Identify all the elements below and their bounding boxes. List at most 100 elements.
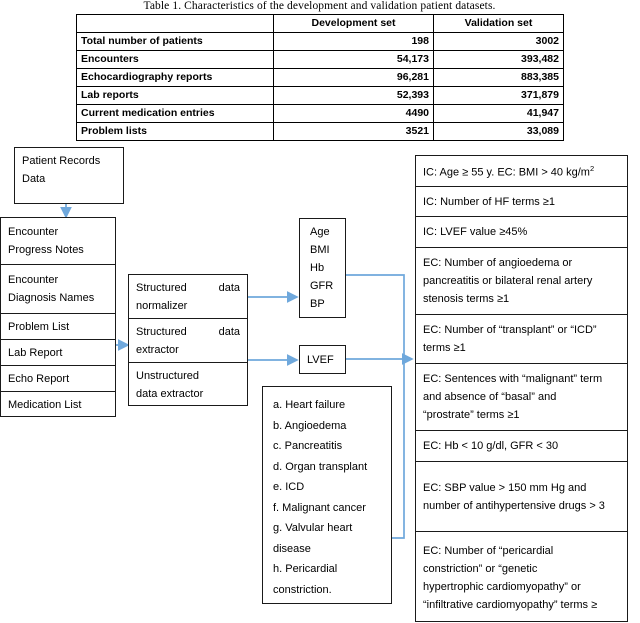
criterion-text: EC: Sentences with “malignant” term (423, 373, 603, 385)
table-1-block: Table 1. Characteristics of the developm… (76, 0, 564, 141)
line-criteria-to-conditions (392, 359, 405, 539)
record-type-encounter-diagnosis-names: Encounter Diagnosis Names (1, 265, 115, 314)
criterion-ec-transplant-icd: EC: Number of “transplant” or “ICD” term… (416, 315, 627, 364)
table-row: Current medication entries 4490 41,947 (76, 104, 564, 123)
criterion-text: EC: SBP value > 150 mm Hg and (423, 481, 587, 494)
flowchart-connectors (60, 204, 414, 539)
record-line1: Encounter (8, 274, 59, 286)
record-type-echo-report: Echo Report (1, 366, 115, 392)
variables-box: Age BMI Hb GFR BP (299, 218, 346, 318)
processor-unstructured-data-extractor: Unstructured data extractor (129, 363, 247, 407)
criterion-text: IC: LVEF value ≥45% (423, 226, 528, 238)
criterion-text: terms ≥1 (423, 342, 466, 354)
criterion-text: hypertrophic cardiomyopathy” or (423, 580, 581, 593)
row-label: Encounters (76, 50, 274, 69)
processor-line1: Unstructured (136, 370, 199, 382)
cell-validation: 41,947 (433, 104, 564, 123)
record-line1: Medication List (8, 399, 82, 411)
cell-development: 96,281 (273, 68, 434, 87)
lvef-box: LVEF (299, 345, 346, 374)
variable-age: Age (310, 226, 330, 238)
processor-line2: normalizer (136, 299, 188, 312)
table-row: Echocardiography reports 96,281 883,385 (76, 68, 564, 87)
row-label: Lab reports (76, 86, 274, 105)
criterion-text: EC: Hb < 10 g/dl, GFR < 30 (423, 440, 559, 452)
condition-f: f. Malignant cancer (273, 501, 366, 514)
condition-e: e. ICD (273, 481, 305, 493)
criterion-text: pancreatitis or bilateral renal artery (423, 275, 593, 287)
cell-development: 198 (273, 32, 434, 51)
condition-a: a. Heart failure (273, 399, 346, 411)
table-row: Problem lists 3521 33,089 (76, 122, 564, 141)
criterion-text: “infiltrative cardiomyopathy” terms ≥ (423, 598, 598, 611)
col-header-development: Development set (273, 14, 434, 33)
condition-b: b. Angioedema (273, 419, 347, 432)
cell-validation: 371,879 (433, 86, 564, 105)
patient-records-line1: Patient Records (22, 155, 101, 167)
conditions-list-box: a. Heart failure b. Angioedema c. Pancre… (262, 386, 392, 604)
criterion-ec-malignant-sentences: EC: Sentences with “malignant” term and … (416, 364, 627, 431)
criterion-ic-age-bmi: IC: Age ≥ 55 y. EC: BMI > 40 kg/m2 (416, 156, 627, 187)
criterion-superscript: 2 (589, 164, 595, 174)
criterion-text: EC: Number of angioedema or (423, 257, 573, 269)
table-caption: Table 1. Characteristics of the developm… (143, 0, 496, 12)
criterion-ec-angioedema-pancreatitis-stenosis: EC: Number of angioedema or pancreatitis… (416, 248, 627, 315)
cell-development: 54,173 (273, 50, 434, 69)
col-header-validation: Validation set (433, 14, 564, 33)
record-line1: Problem List (8, 320, 70, 333)
row-label: Problem lists (76, 122, 274, 141)
record-line1: Encounter (8, 226, 59, 238)
variable-bp: BP (310, 298, 325, 310)
record-type-problem-list: Problem List (1, 314, 115, 340)
criterion-text: stenosis terms ≥1 (423, 293, 510, 305)
criterion-text: IC: Age ≥ 55 y. EC: BMI > 40 kg/m (423, 166, 590, 179)
condition-d: d. Organ transplant (273, 460, 368, 473)
criteria-stack: IC: Age ≥ 55 y. EC: BMI > 40 kg/m2 IC: N… (415, 155, 628, 622)
criterion-text: and absence of “basal” and (423, 391, 557, 403)
criterion-text: number of antihypertensive drugs > 3 (423, 499, 605, 512)
record-type-medication-list: Medication List (1, 392, 115, 418)
criterion-ec-sbp-antihypertensive: EC: SBP value > 150 mm Hg and number of … (416, 462, 627, 532)
cell-validation: 33,089 (433, 122, 564, 141)
table-row: Lab reports 52,393 371,879 (76, 86, 564, 105)
processor-line2: data extractor (136, 388, 204, 400)
dataset-characteristics-table: Development set Validation set Total num… (76, 14, 564, 141)
record-type-encounter-progress-notes: Encounter Progress Notes (1, 218, 115, 265)
condition-h-line2: constriction. (273, 583, 332, 596)
record-type-lab-report: Lab Report (1, 340, 115, 366)
record-line2: Diagnosis Names (8, 292, 95, 304)
patient-records-data-box: Patient Records Data (14, 147, 124, 204)
record-line1: Echo Report (8, 372, 70, 385)
record-types-stack: Encounter Progress Notes Encounter Diagn… (0, 217, 116, 417)
line-variables-to-criteria (346, 274, 405, 359)
pipeline-flowchart: Patient Records Data Encounter Progress … (0, 130, 640, 622)
record-line1: Lab Report (8, 346, 63, 359)
cell-validation: 3002 (433, 32, 564, 51)
table-row: Encounters 54,173 393,482 (76, 50, 564, 69)
processor-line2: extractor (136, 343, 179, 356)
criterion-text: constriction” or “genetic (423, 562, 538, 575)
cell-validation: 883,385 (433, 68, 564, 87)
criterion-text: “prostrate” terms ≥1 (423, 409, 520, 421)
criterion-text: IC: Number of HF terms ≥1 (423, 195, 555, 208)
criterion-ic-lvef-value: IC: LVEF value ≥45% (416, 217, 627, 248)
lvef-label: LVEF (307, 353, 334, 366)
variable-hb: Hb (310, 262, 325, 274)
table-header-row: Development set Validation set (76, 14, 564, 33)
cell-development: 52,393 (273, 86, 434, 105)
col-header-blank (76, 14, 274, 33)
patient-records-line2: Data (22, 173, 46, 185)
criterion-text: EC: Number of “transplant” or “ICD” (423, 324, 597, 336)
condition-g-line2: disease (273, 542, 311, 555)
cell-validation: 393,482 (433, 50, 564, 69)
row-label: Total number of patients (76, 32, 274, 51)
variable-bmi: BMI (310, 244, 330, 256)
table-row: Total number of patients 198 3002 (76, 32, 564, 51)
condition-h-line1: h. Pericardial (273, 563, 338, 575)
criterion-ec-pericardial-cardiomyopathy: EC: Number of “pericardial constriction”… (416, 532, 627, 623)
